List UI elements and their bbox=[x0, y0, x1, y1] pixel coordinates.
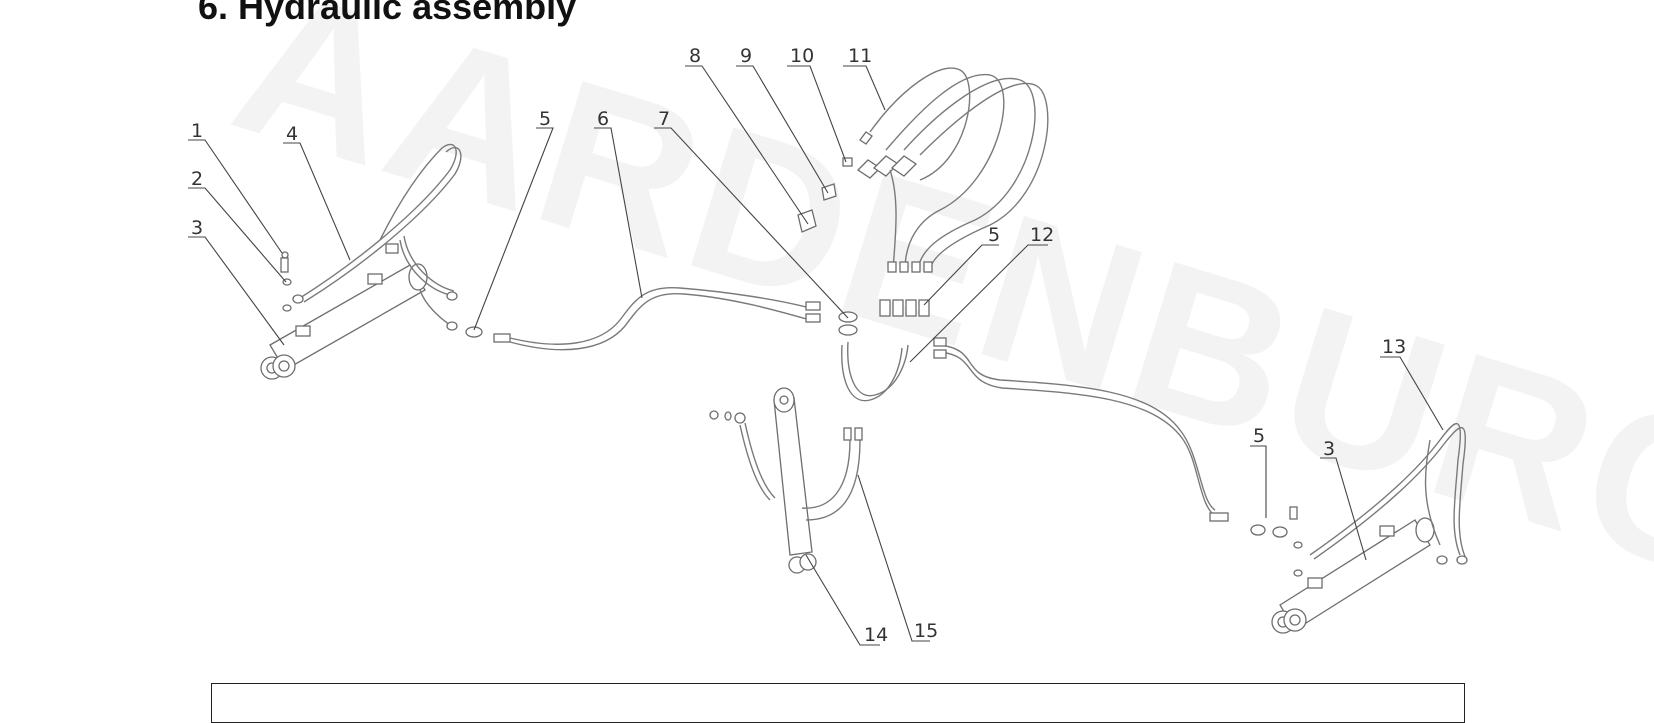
callout-12: 12 bbox=[1030, 224, 1054, 246]
callout-labels: 1 2 3 4 5 6 7 8 9 10 11 5 12 13 5 3 14 1… bbox=[191, 45, 1406, 646]
callout-3-right: 3 bbox=[1323, 438, 1335, 460]
left-cylinder-assembly bbox=[260, 143, 462, 380]
callout-5-left: 5 bbox=[539, 108, 551, 130]
callout-14: 14 bbox=[864, 624, 888, 646]
callout-7: 7 bbox=[658, 108, 670, 130]
callout-2: 2 bbox=[191, 168, 203, 190]
callout-13: 13 bbox=[1382, 336, 1406, 358]
long-hoses-left bbox=[465, 286, 821, 351]
callout-15: 15 bbox=[914, 620, 938, 642]
right-cylinder-assembly bbox=[1250, 423, 1468, 634]
callout-6: 6 bbox=[597, 108, 609, 130]
couplings-group bbox=[797, 67, 1049, 336]
callout-4: 4 bbox=[286, 123, 298, 145]
page-title: 6. Hydraulic assembly bbox=[198, 0, 577, 27]
leader-lines bbox=[188, 65, 1444, 646]
callout-5-right: 5 bbox=[1253, 425, 1265, 447]
callout-9: 9 bbox=[740, 45, 752, 67]
hoses-right bbox=[841, 337, 1229, 522]
callout-11: 11 bbox=[848, 45, 872, 67]
hydraulic-assembly-diagram: AARDENBURG bbox=[188, 0, 1654, 646]
callout-1: 1 bbox=[191, 120, 203, 142]
callout-8: 8 bbox=[689, 45, 701, 67]
callout-3-left: 3 bbox=[191, 217, 203, 239]
parts-table-frame bbox=[211, 683, 1465, 723]
watermark-text: AARDENBURG bbox=[212, 0, 1654, 627]
callout-5-middle: 5 bbox=[988, 224, 1000, 246]
callout-10: 10 bbox=[790, 45, 814, 67]
lift-cylinder-assembly bbox=[709, 387, 863, 574]
